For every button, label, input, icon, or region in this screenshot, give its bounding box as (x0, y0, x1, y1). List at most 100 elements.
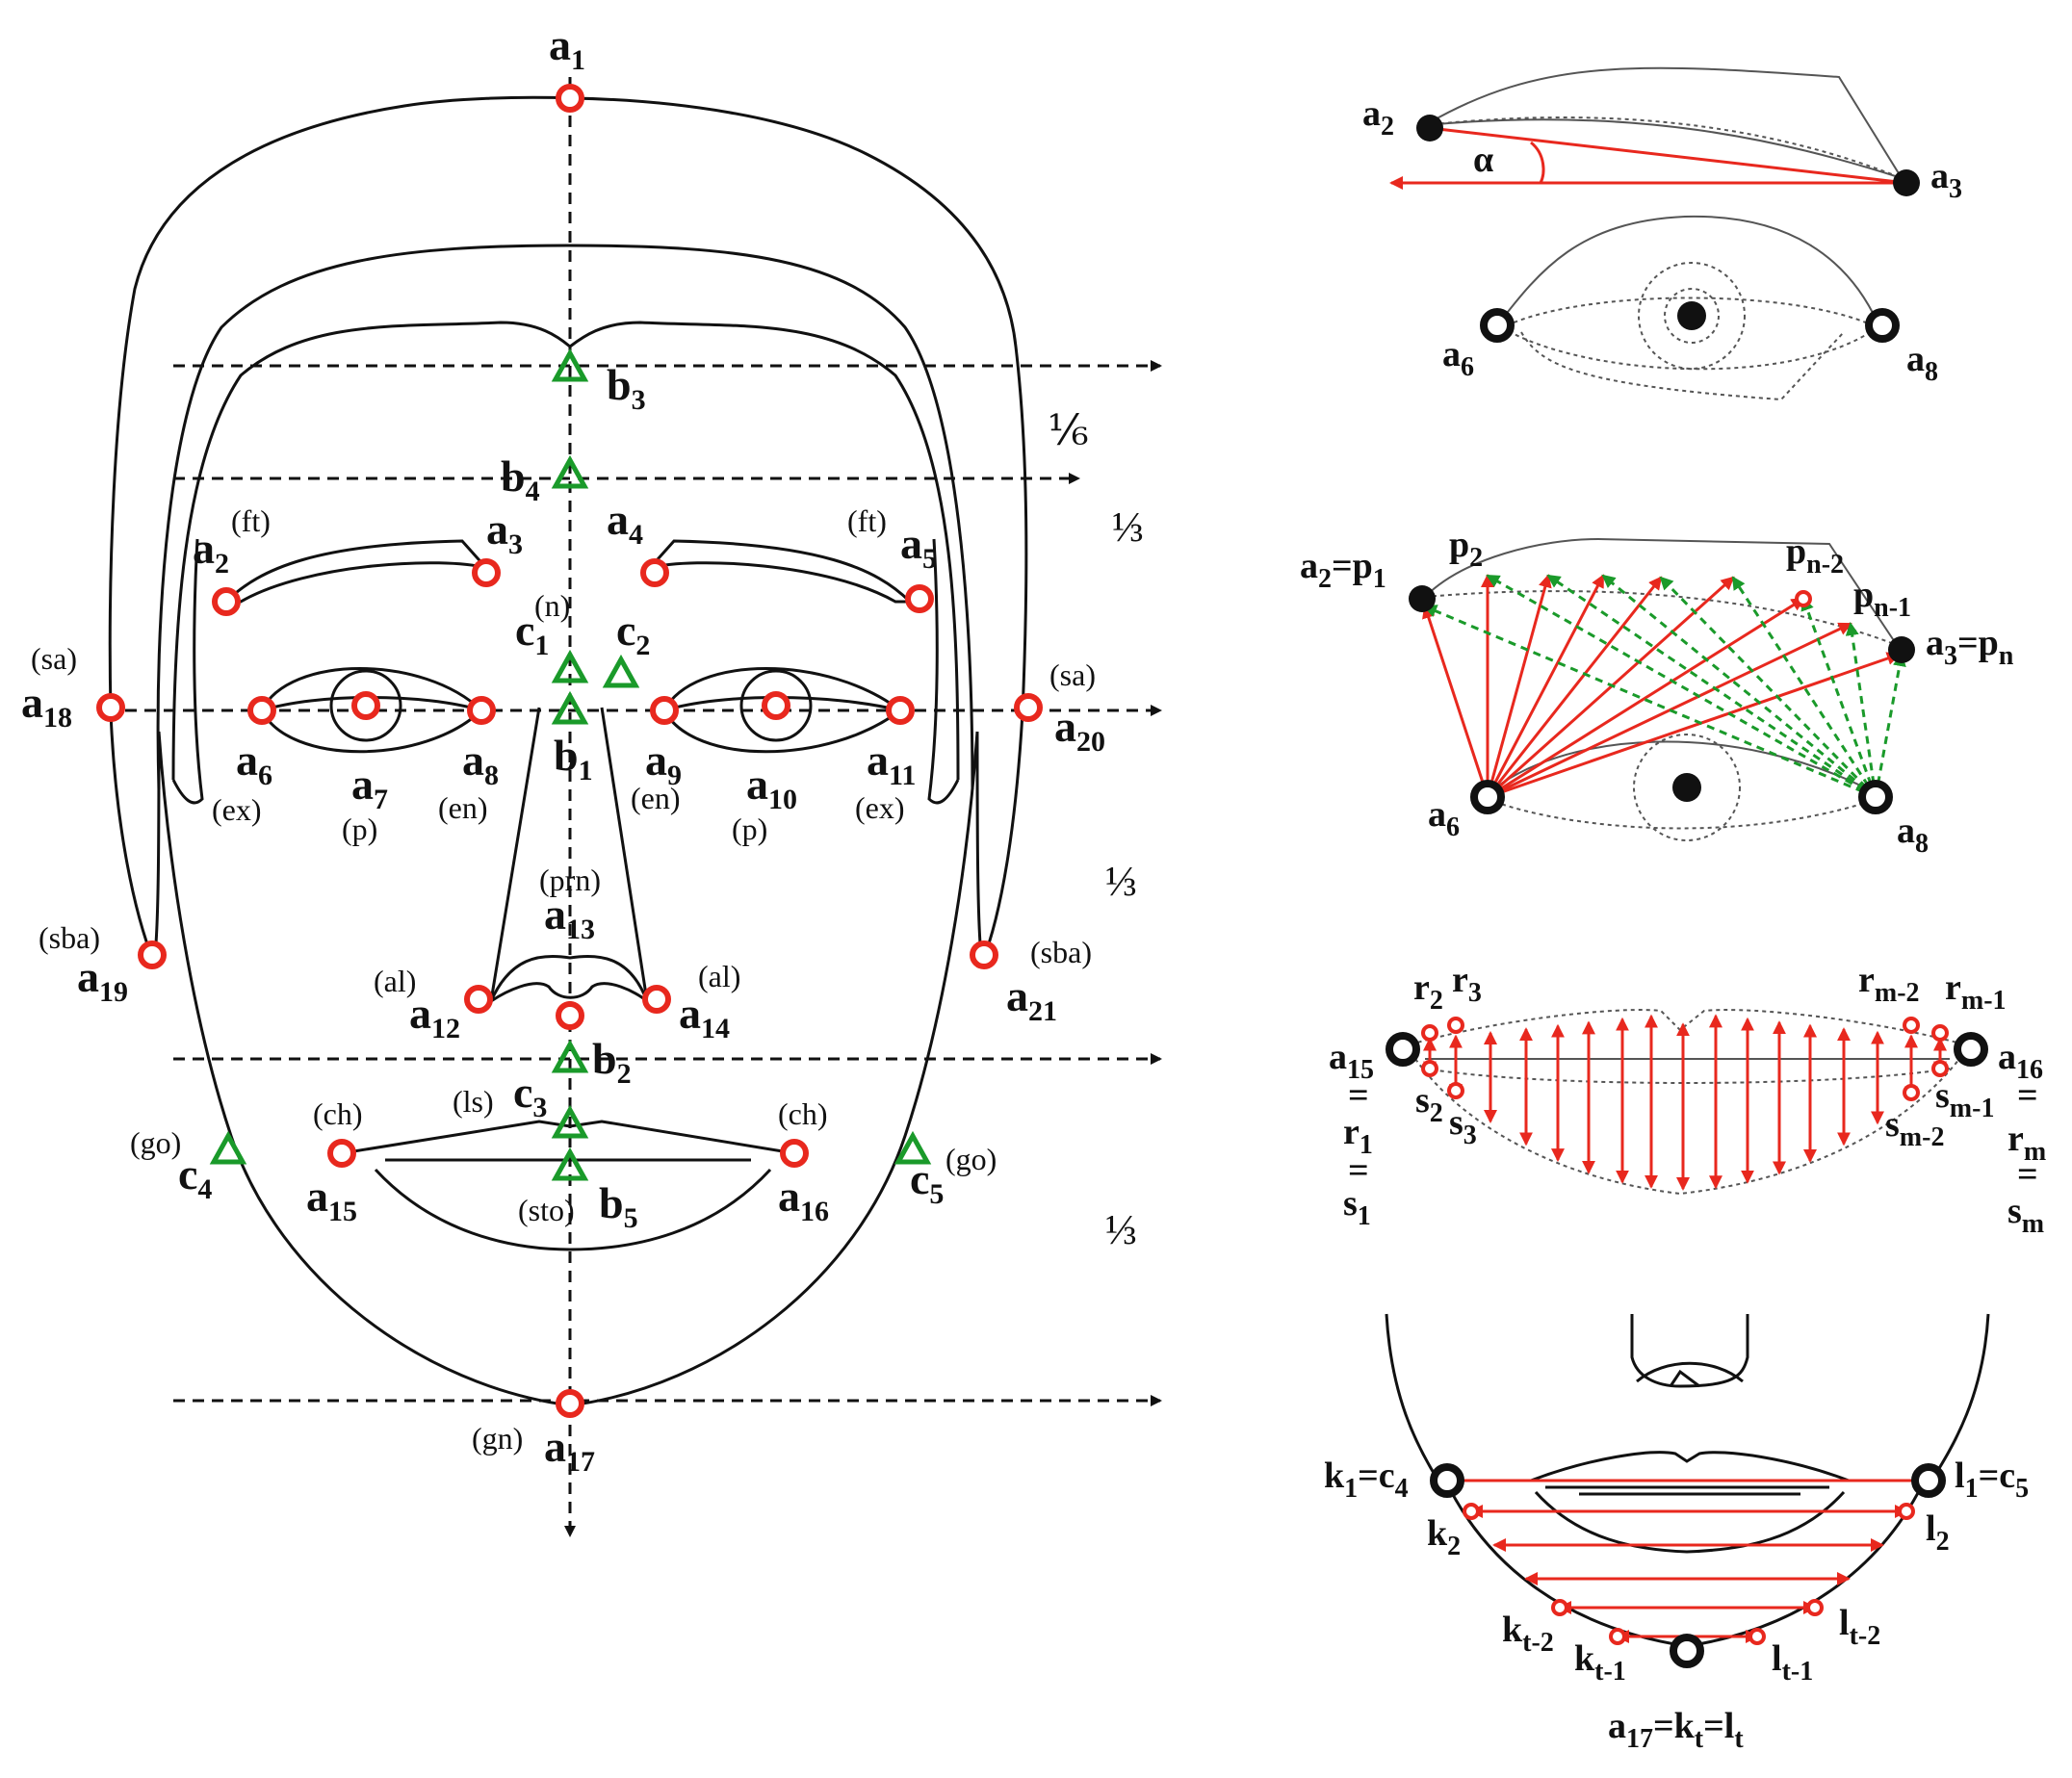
point-a3-pn (1888, 636, 1915, 663)
eq-a16-rm: = (2017, 1075, 2038, 1116)
landmark-a18 (96, 693, 125, 722)
point-kt2 (1551, 1599, 1568, 1616)
label-b4: b4 (501, 451, 540, 507)
landmark-a13 (556, 1001, 584, 1030)
landmark-a15 (327, 1139, 356, 1168)
vector-a6-p5 (1486, 576, 1663, 798)
label-p2: p2 (1449, 525, 1483, 573)
label-a19: a19 (77, 952, 128, 1008)
angle-arc (1529, 141, 1545, 184)
jaw2-left (1385, 1313, 1441, 1483)
note-a7: (p) (342, 812, 377, 846)
point-r3 (1447, 1017, 1464, 1034)
label-kt2: kt-2 (1502, 1610, 1554, 1658)
label-a2-p1: a2=p1 (1300, 546, 1386, 594)
landmark-a7 (351, 691, 380, 720)
point-a2 (1416, 115, 1443, 142)
nose-left-line (489, 707, 541, 1002)
inner-lip (1424, 1068, 1951, 1084)
label-l1-c5: l1=c5 (1955, 1456, 2029, 1504)
panel-eyebrow-angle: a2 a3 α a6 a8 (1362, 66, 1962, 401)
fraction-2: ⅓ (1112, 503, 1144, 551)
note-a16: (ch) (778, 1096, 828, 1131)
label-panel1-a2: a2 (1362, 93, 1394, 142)
label-a16: a16 (778, 1172, 829, 1227)
label-a2: a2 (193, 524, 229, 580)
eye-upper-outline (1496, 215, 1878, 326)
pupil2 (1672, 773, 1701, 802)
label-panel1-a8: a8 (1906, 339, 1938, 387)
label-k1-c4: k1=c4 (1324, 1456, 1409, 1504)
note-a13: (prn) (539, 863, 601, 897)
label-a15: a15 (1329, 1037, 1374, 1085)
point-lt1 (1748, 1628, 1766, 1645)
note-a18: (sa) (31, 641, 77, 676)
note-a12: (al) (374, 964, 416, 998)
right-iris (739, 669, 813, 742)
label-a13: a13 (544, 889, 595, 945)
panel-lips: r2 r3 rm-2 rm-1 s2 s3 sm-2 sm-1 a15 = r1… (1329, 960, 2046, 1239)
vector-a6-pn (1487, 652, 1901, 799)
point-a6 (1480, 308, 1515, 343)
landmark-b4 (551, 454, 589, 489)
label-a10: a10 (746, 760, 797, 815)
eye2-lower (1487, 798, 1878, 830)
fraction-1: ⅙ (1048, 407, 1089, 454)
label-sm1: sm-1 (1935, 1075, 1994, 1123)
landmark-a5 (905, 584, 934, 613)
landmark-b1 (551, 690, 589, 725)
label-a9: a9 (645, 735, 682, 791)
landmark-a1 (556, 84, 584, 113)
panel-eye-brow-vectors: a2=p1 p2 pn-2 pn-1 a3=pn a6 a8 (1300, 525, 2014, 859)
label-a12: a12 (409, 989, 460, 1044)
vector-a6-p6 (1487, 576, 1735, 799)
note-a10: (p) (732, 812, 767, 846)
label-k2: k2 (1427, 1513, 1461, 1561)
note-a15: (ch) (313, 1096, 363, 1131)
point-a16 (1954, 1032, 1988, 1067)
landmark-c2 (602, 654, 640, 688)
note-a8: (en) (438, 790, 488, 825)
label-lt1: lt-1 (1772, 1638, 1813, 1687)
brow2-outline (1424, 537, 1898, 646)
fraction-4: ⅓ (1105, 1206, 1137, 1253)
eq-r1-s1: = (1348, 1150, 1369, 1191)
label-a20: a20 (1054, 702, 1105, 758)
landmark-a9 (650, 696, 679, 725)
vector-a8-1 (1546, 574, 1877, 799)
label-l2: l2 (1926, 1508, 1950, 1557)
vector-a8-6 (1845, 622, 1878, 798)
point-a3 (1893, 169, 1920, 196)
note-a11: (ex) (855, 790, 905, 825)
label-panel2-a8: a8 (1897, 811, 1929, 859)
mouth2-lips (1545, 1485, 1829, 1496)
landmark-a16 (780, 1139, 809, 1168)
label-s1: s1 (1343, 1183, 1371, 1231)
label-c4: c4 (178, 1149, 212, 1205)
vector-a8-7 (1874, 653, 1906, 798)
mouth2-upper (1530, 1451, 1850, 1482)
point-sm2 (1903, 1084, 1920, 1101)
nose-right-line (600, 707, 649, 1002)
landmark-c1 (551, 649, 589, 683)
point-kt1 (1609, 1628, 1626, 1645)
note-a2: (ft) (231, 503, 271, 538)
landmark-a14 (642, 985, 671, 1014)
vector-a8-0 (1486, 574, 1877, 799)
point-k2 (1463, 1503, 1480, 1520)
landmark-a6 (247, 696, 276, 725)
lower-lip (374, 1168, 772, 1251)
left-iris (329, 669, 402, 742)
left-eyebrow (222, 539, 491, 604)
eq-rm-sm: = (2017, 1154, 2038, 1195)
point2-a8 (1858, 780, 1893, 814)
label-a14: a14 (679, 989, 730, 1044)
label-a1: a1 (549, 20, 585, 76)
point-a8 (1865, 308, 1900, 343)
hairline (156, 244, 974, 790)
landmark-a10 (762, 691, 790, 720)
label-s2: s2 (1415, 1080, 1443, 1128)
label-a8: a8 (462, 735, 499, 791)
brow-angle-line (1429, 126, 1907, 185)
brow2-inner (1424, 590, 1898, 646)
